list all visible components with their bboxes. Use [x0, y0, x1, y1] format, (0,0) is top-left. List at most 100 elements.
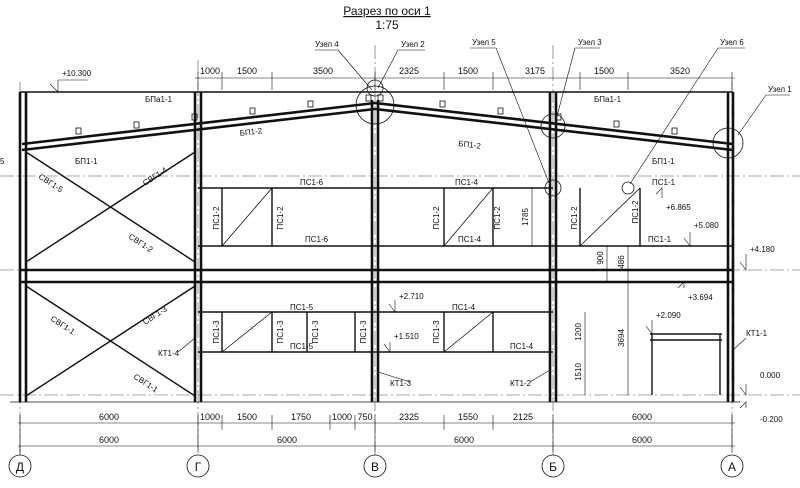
member-label: БП1-2	[458, 139, 482, 151]
dim-text: 1510	[574, 363, 583, 381]
axis-label: Д	[16, 460, 24, 474]
dim-text: 750	[357, 412, 372, 422]
member-label: ПС1-1	[648, 235, 672, 244]
x-bracing	[25, 151, 196, 397]
node-label: Узел 1	[768, 85, 792, 94]
dim-text: 6000	[277, 435, 297, 445]
axis-bubbles	[8, 446, 744, 478]
member-label: БП1-1	[75, 157, 98, 166]
dim-top	[195, 72, 735, 90]
axis-label: Г	[195, 460, 202, 474]
dim-text: 1500	[594, 66, 614, 76]
dim-text: 1500	[237, 412, 257, 422]
elevation-marks	[49, 79, 747, 409]
elevation-text: +1.510	[394, 332, 419, 341]
dim-bottom	[18, 415, 735, 452]
dim-text: 1000	[332, 412, 352, 422]
member-label: БП1-1	[652, 157, 675, 166]
elevation-text: +2.090	[656, 311, 681, 320]
elevation-text: -0.200	[760, 415, 783, 424]
dim-text: 1500	[458, 66, 478, 76]
member-label: ПС1-2	[212, 206, 221, 230]
axis-label: В	[371, 460, 379, 474]
member-label: ПС1-1	[652, 178, 676, 187]
member-label: ПС1-2	[276, 206, 285, 230]
node-label: Узел 5	[472, 38, 496, 47]
member-label: БПа1-1	[594, 95, 622, 104]
member-label: ПС1-2	[631, 200, 640, 224]
member-label: ПС1-3	[359, 320, 368, 344]
dim-text: 2325	[399, 66, 419, 76]
dim-text: 6000	[632, 412, 652, 422]
member-label: СВГ1-4	[141, 165, 169, 188]
member-label: ПС1-2	[493, 206, 502, 230]
elevation-text: +6.865	[666, 203, 691, 212]
dim-text: 6000	[99, 412, 119, 422]
dim-text: 3175	[525, 66, 545, 76]
dim-text: 1500	[237, 66, 257, 76]
member-label: СВГ1-3	[141, 304, 169, 327]
elevation-text: +3.694	[688, 293, 713, 302]
member-label: ПС1-4	[455, 178, 479, 187]
member-label: ПС1-6	[305, 235, 329, 244]
kt-leaders	[177, 337, 747, 383]
member-label: ПС1-4	[458, 235, 482, 244]
dim-text: 1000	[200, 412, 220, 422]
dim-text: 2125	[513, 412, 533, 422]
node-label: Узел 6	[720, 38, 744, 47]
roof	[20, 91, 734, 152]
node-label: Узел 4	[315, 40, 339, 49]
elevation-text: +10.300	[62, 69, 92, 78]
member-label: КТ1-4	[158, 349, 180, 358]
node-label: Узел 3	[578, 38, 602, 47]
dim-text: 1550	[458, 412, 478, 422]
member-label: СВГ1-2	[127, 232, 155, 255]
axis-label: А	[728, 460, 736, 474]
dim-text: 6000	[454, 435, 474, 445]
member-label: ПС1-4	[510, 342, 534, 351]
dim-text: 1000	[200, 66, 220, 76]
member-label: ПС1-3	[276, 320, 285, 344]
elevation-text: +2.710	[399, 292, 424, 301]
member-label: БПа1-1	[145, 95, 173, 104]
dim-text: 2325	[399, 412, 419, 422]
dim-text: 900	[596, 251, 605, 265]
member-label: ПС1-5	[290, 342, 314, 351]
dim-vertical	[531, 188, 629, 395]
drawing-title: Разрез по оси 1	[343, 4, 431, 18]
member-label: ПС1-6	[300, 178, 324, 187]
member-label: БП1-2	[239, 126, 263, 138]
elevation-text: 5	[0, 157, 5, 166]
member-label: ПС1-3	[212, 320, 221, 344]
dim-text: 3500	[313, 66, 333, 76]
member-label: ПС1-3	[311, 320, 320, 344]
dim-text: 6000	[99, 435, 119, 445]
elevation-text: 0.000	[760, 371, 781, 380]
member-label: КТ1-1	[746, 329, 768, 338]
member-label: ПС1-2	[570, 206, 579, 230]
dim-text: 1785	[521, 208, 530, 226]
dim-text: 3694	[617, 329, 626, 347]
member-label: ПС1-2	[432, 206, 441, 230]
dim-text: 1750	[291, 412, 311, 422]
member-label: ПС1-4	[452, 303, 476, 312]
member-label: ПС1-3	[432, 320, 441, 344]
dim-text: 6000	[632, 435, 652, 445]
elevation-text: +5.080	[694, 221, 719, 230]
leader-lines	[315, 47, 790, 185]
member-label: КТ1-3	[390, 379, 412, 388]
dim-text: 486	[617, 255, 626, 269]
dim-text: 1200	[574, 323, 583, 341]
floor-beams	[20, 187, 733, 395]
axis-label: Б	[549, 460, 557, 474]
member-label: ПС1-5	[290, 303, 314, 312]
member-label: КТ1-2	[510, 379, 532, 388]
node-label: Узел 2	[401, 40, 425, 49]
drawing-scale: 1:75	[375, 18, 399, 32]
member-label: СВГ1-5	[37, 172, 65, 195]
elevation-text: +4.180	[750, 245, 775, 254]
member-label: СВГ1-1	[49, 314, 77, 337]
dim-text: 3520	[670, 66, 690, 76]
